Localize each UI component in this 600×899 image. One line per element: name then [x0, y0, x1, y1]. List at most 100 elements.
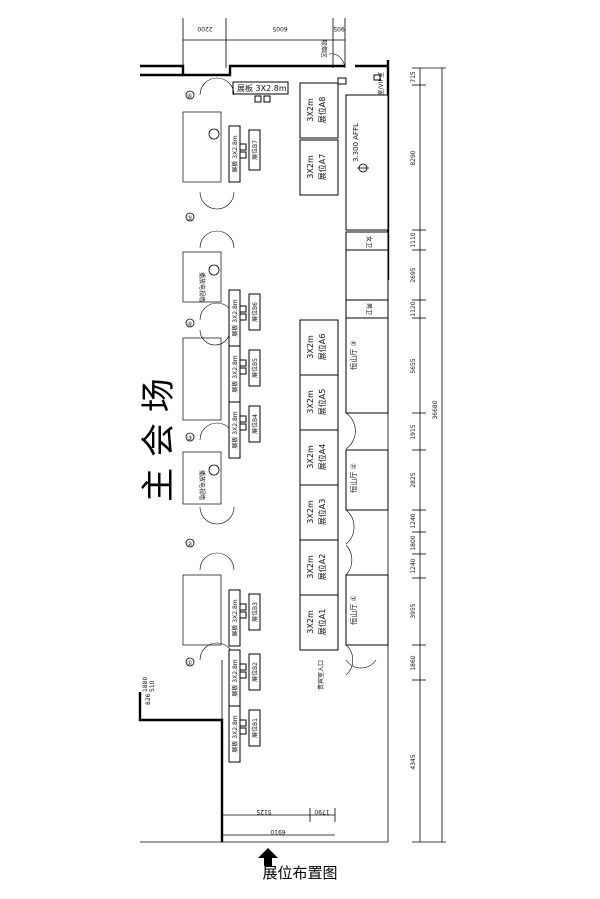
booths-a: 3X2m 展位A8 3X2m 展位A7 3X2m 展位A6 3X2m 展位A5 …	[299, 82, 339, 690]
svg-text:展位B6: 展位B6	[251, 302, 259, 322]
bottom-dimensions: 5125 1790 6910	[221, 808, 336, 836]
svg-text:1880: 1880	[142, 677, 149, 692]
svg-text:展板 3X2.8m: 展板 3X2.8m	[231, 599, 239, 636]
svg-text:展位A3: 展位A3	[317, 499, 327, 526]
svg-text:展位B4: 展位B4	[251, 414, 259, 434]
svg-text:510: 510	[149, 680, 156, 692]
svg-text:展位B1: 展位B1	[251, 718, 259, 738]
svg-text:展位B7: 展位B7	[251, 140, 259, 160]
right-total-dim: 36680	[432, 400, 439, 419]
tv-wall-label-2: 播放电视墙	[198, 470, 206, 500]
booths-b: 展板 3X2.8m 展位B7 展板 3X2.8m 展位B6 展板 3X2.8m …	[228, 125, 261, 763]
right-dimensions: 715 8290 1110 2695 1120 5655 1915 2825 1…	[410, 67, 446, 843]
board-top-label: 展板 3X2.8m	[237, 83, 287, 93]
column-block-4	[182, 451, 222, 505]
svg-text:1860: 1860	[410, 655, 417, 670]
svg-text:展位B3: 展位B3	[251, 602, 259, 622]
svg-text:展位A7: 展位A7	[317, 154, 327, 181]
top-entry: 吸烟区 化妆室/VIP室	[320, 40, 385, 108]
svg-text:1790: 1790	[314, 808, 329, 815]
svg-text:3X2m: 3X2m	[306, 155, 315, 179]
top-dim-1: 2200	[197, 25, 212, 32]
svg-text:5125: 5125	[256, 808, 271, 815]
svg-text:展板 3X2.8m: 展板 3X2.8m	[231, 715, 239, 752]
top-dimensions: 2200 6005 905	[182, 18, 346, 68]
column-block-1	[182, 111, 222, 183]
booth-a3: 3X2m 展位A3	[299, 484, 339, 541]
svg-text:826: 826	[145, 693, 152, 705]
entry-arrow-icon	[258, 848, 278, 866]
top-dim-2: 6005	[272, 25, 287, 32]
room-2-label: 恒山厅 ②	[349, 463, 358, 493]
booth-b4: 展板 3X2.8m 展位B4	[228, 401, 261, 459]
column-block-5	[182, 574, 222, 646]
svg-text:1120: 1120	[410, 301, 417, 316]
svg-text:2695: 2695	[410, 267, 417, 282]
bottom-total-dim: 6910	[270, 828, 285, 835]
svg-text:1915: 1915	[410, 424, 417, 439]
svg-text:展位A6: 展位A6	[317, 334, 327, 361]
svg-text:①: ①	[187, 660, 192, 667]
main-hall-label: 主 会 场	[139, 378, 179, 502]
svg-text:1110: 1110	[410, 232, 417, 247]
top-board: 展板 3X2.8m	[232, 81, 289, 103]
booth-b7: 展板 3X2.8m 展位B7	[228, 125, 261, 183]
svg-text:展位A4: 展位A4	[317, 444, 327, 471]
room-3-label: 恒山厅 ③	[349, 340, 358, 370]
left-small-dims: 826 1880 510	[142, 677, 156, 705]
svg-text:展位A2: 展位A2	[317, 554, 327, 581]
booth-b1: 展板 3X2.8m 展位B1	[228, 705, 261, 763]
svg-text:展板 3X2.8m: 展板 3X2.8m	[231, 355, 239, 392]
booth-b5: 展板 3X2.8m 展位B5	[228, 345, 261, 403]
female-wc-label: 女卫	[365, 236, 373, 248]
svg-text:展位B2: 展位B2	[251, 662, 259, 682]
svg-text:3955: 3955	[410, 603, 417, 618]
booth-b3: 展板 3X2.8m 展位B3	[228, 589, 261, 647]
booth-a7: 3X2m 展位A7	[299, 139, 339, 196]
svg-text:展板 3X2.8m: 展板 3X2.8m	[231, 299, 239, 336]
booth-a4: 3X2m 展位A4	[299, 429, 339, 486]
room-1-label: 恒山厅 ①	[349, 595, 358, 625]
svg-text:②: ②	[187, 541, 193, 548]
svg-text:展板 3X2.8m: 展板 3X2.8m	[231, 411, 239, 448]
booth-b2: 展板 3X2.8m 展位B2	[228, 649, 261, 707]
tv-wall-label-1: 播放电视墙	[198, 272, 206, 302]
diagram-caption: 展位布置图	[262, 864, 337, 882]
svg-text:展板 3X2.8m: 展板 3X2.8m	[231, 659, 239, 696]
svg-text:3X2m: 3X2m	[306, 335, 315, 359]
smoking-label: 吸烟区	[320, 40, 328, 58]
svg-text:3X2m: 3X2m	[306, 98, 315, 122]
booth-a2: 3X2m 展位A2	[299, 539, 339, 596]
svg-text:3X2m: 3X2m	[306, 500, 315, 524]
level-label: 3.300 AFFL	[352, 123, 360, 162]
svg-text:展位A8: 展位A8	[317, 97, 327, 124]
column-block-3	[182, 337, 222, 421]
svg-text:8290: 8290	[410, 150, 417, 165]
booth-a1: 3X2m 展位A1	[299, 594, 339, 651]
board-top-frame	[232, 81, 289, 95]
svg-text:展位A1: 展位A1	[317, 609, 327, 636]
hengshan-room-2	[345, 449, 389, 511]
svg-text:4345: 4345	[410, 754, 417, 769]
svg-text:1800: 1800	[410, 535, 417, 550]
svg-text:3X2m: 3X2m	[306, 555, 315, 579]
column-block-2	[182, 251, 222, 303]
central-columns: 播放电视墙 播放电视墙	[182, 77, 235, 661]
svg-text:3X2m: 3X2m	[306, 445, 315, 469]
svg-text:715: 715	[410, 71, 417, 83]
svg-text:展位B5: 展位B5	[251, 358, 259, 378]
svg-text:1240: 1240	[410, 513, 417, 528]
svg-text:⑥: ⑥	[187, 93, 192, 100]
guest-entry-label: 贵宾室入口	[317, 660, 325, 690]
male-wc-label: 男卫	[365, 303, 372, 315]
makeup-vip-label: 化妆室/VIP室	[377, 72, 385, 108]
svg-text:⑤: ⑤	[187, 215, 192, 222]
hengshan-room-3	[345, 317, 389, 414]
svg-text:④: ④	[187, 321, 192, 328]
hengshan-room-1	[345, 574, 389, 646]
svg-text:5655: 5655	[410, 358, 417, 373]
booth-a8: 3X2m 展位A8	[299, 82, 339, 139]
svg-text:1240: 1240	[410, 558, 417, 573]
svg-text:3X2m: 3X2m	[306, 390, 315, 414]
